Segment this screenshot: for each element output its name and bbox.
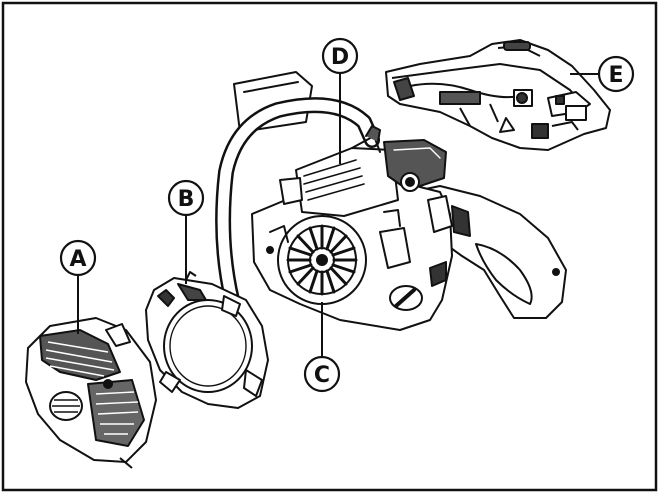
callout-label: B	[178, 187, 195, 212]
part-a-starter-cover	[25, 317, 157, 469]
part-e-top-cover	[385, 39, 611, 151]
leader-lines	[77, 73, 598, 356]
callout-e: E	[597, 55, 635, 93]
part-b-fan-housing	[145, 271, 269, 409]
callout-label: A	[69, 247, 86, 272]
callout-label: E	[608, 63, 623, 88]
callout-label: C	[314, 363, 330, 388]
callout-a: A	[59, 239, 97, 277]
callout-b: B	[167, 179, 205, 217]
callout-circle	[59, 239, 97, 277]
callout-circle	[303, 355, 341, 393]
callout-label: D	[331, 45, 349, 70]
part-c-saw-body	[215, 71, 567, 331]
callout-d: D	[321, 37, 359, 75]
callout-circle	[321, 37, 359, 75]
callout-circle	[167, 179, 205, 217]
callout-c: C	[303, 355, 341, 393]
callout-circle	[597, 55, 635, 93]
